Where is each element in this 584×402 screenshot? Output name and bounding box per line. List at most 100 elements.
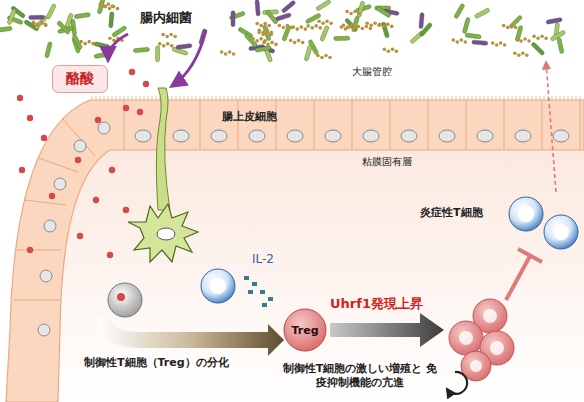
cell-nucleus (38, 324, 50, 336)
butyrate-dot (77, 233, 83, 239)
coccus (365, 25, 369, 29)
coccus (251, 37, 255, 41)
rod-bacterium (472, 40, 488, 45)
region-label: 大腸管腔 (352, 66, 392, 79)
brush-border (140, 96, 141, 100)
brush-border (204, 96, 205, 100)
process-label: 制御性T細胞の激しい増殖と 免疫抑制機能の亢進 (282, 362, 438, 390)
migration-arrow (546, 62, 556, 192)
lamina-propria (60, 150, 584, 402)
coccus (452, 38, 456, 42)
cell-border (276, 100, 277, 150)
coccus (460, 38, 464, 42)
brush-border (500, 96, 501, 100)
coccus (377, 23, 381, 27)
dendritic-cell (128, 204, 198, 262)
coccus (269, 33, 273, 37)
coccus (161, 33, 165, 37)
brush-border (524, 96, 525, 100)
butyrate-dot (19, 167, 25, 173)
brush-border (232, 96, 233, 100)
brush-border (484, 96, 485, 100)
brush-border (516, 96, 517, 100)
brush-border (480, 96, 481, 100)
coccus (91, 42, 95, 46)
coccus (266, 43, 270, 47)
coccus (506, 26, 510, 30)
coccus (286, 24, 290, 28)
coccus (108, 36, 112, 40)
coccus (395, 49, 399, 53)
cell-border (14, 300, 60, 301)
coccus (40, 20, 44, 24)
rod-bacterium (0, 26, 12, 32)
coccus (495, 43, 499, 47)
brush-border (224, 96, 225, 100)
rod-bacterium (24, 19, 40, 31)
rod-bacterium (419, 12, 424, 28)
brush-border (408, 96, 409, 100)
brush-border (176, 96, 177, 100)
coccus (365, 21, 369, 25)
cell-nucleus (211, 130, 227, 142)
brush-border (340, 96, 341, 100)
coccus (87, 40, 91, 44)
brush-border (248, 96, 249, 100)
brush-border (388, 96, 389, 100)
brush-border (116, 96, 117, 100)
coccus (162, 44, 166, 48)
brush-border (432, 96, 433, 100)
coccus (32, 21, 36, 25)
coccus (532, 34, 536, 38)
brush-border (380, 96, 381, 100)
coccus (310, 26, 314, 30)
coccus (295, 27, 299, 31)
rod-bacterium (94, 42, 110, 50)
coccus (166, 42, 170, 46)
coccus (523, 37, 527, 41)
il2-cell (201, 269, 235, 303)
brush-border (396, 96, 397, 100)
gut-bacteria (0, 0, 566, 62)
coccus (289, 39, 293, 43)
cell-border (580, 100, 581, 150)
brush-border (488, 96, 489, 100)
cell-border (428, 100, 429, 150)
coccus (540, 34, 544, 38)
cell-border (38, 158, 78, 172)
region-label: 粘膜固有層 (362, 156, 412, 169)
coccus (261, 33, 265, 37)
brush-border (368, 96, 369, 100)
cell-nucleus (210, 278, 226, 294)
brush-border (508, 96, 509, 100)
butyrate-dot (107, 252, 113, 258)
inhibition-line (506, 256, 530, 300)
rod-bacterium (109, 12, 114, 28)
brush-border (456, 96, 457, 100)
coccus (320, 56, 324, 60)
butyrate-dot (27, 115, 33, 121)
butyrate-dot (123, 105, 129, 111)
cell-border (200, 100, 201, 150)
rod-bacterium (275, 13, 291, 22)
brush-border (208, 96, 209, 100)
rod-bacterium (46, 3, 57, 19)
rod-bacterium (133, 47, 149, 52)
brush-border (568, 96, 569, 100)
coccus (519, 39, 523, 43)
coccus (83, 42, 87, 46)
coccus (369, 23, 373, 27)
brush-border (328, 96, 329, 100)
cell-label: 炎症性T細胞 (420, 206, 483, 220)
brush-border (420, 96, 421, 100)
butyrate-dot (95, 117, 101, 123)
bacteria-label: 腸内細菌 (140, 10, 192, 26)
coccus (345, 10, 349, 14)
coccus (328, 56, 332, 60)
brush-border (384, 96, 385, 100)
coccus (265, 31, 269, 35)
brush-border (128, 96, 129, 100)
brush-border (392, 96, 393, 100)
cell-border (62, 118, 95, 156)
cell-nucleus (249, 130, 265, 142)
